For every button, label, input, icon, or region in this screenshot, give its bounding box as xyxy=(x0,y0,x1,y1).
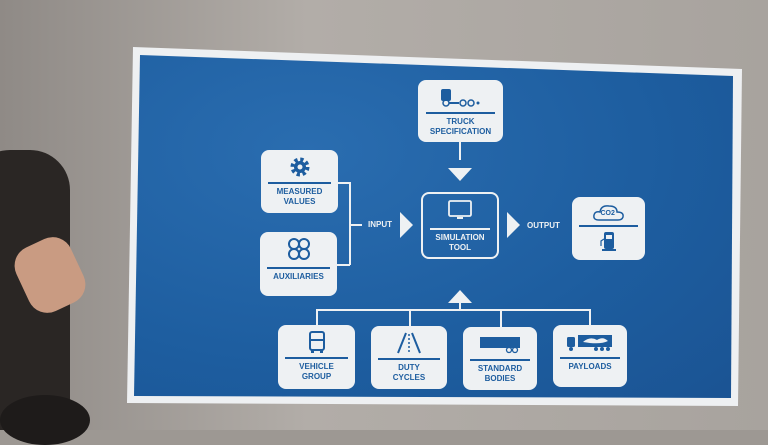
arrow-up-icon xyxy=(448,290,472,303)
co2-label: CO2 xyxy=(600,210,615,217)
fan-icon xyxy=(286,237,312,261)
fuel-pump-icon xyxy=(599,230,619,255)
connector-line xyxy=(338,182,350,184)
connector-line xyxy=(316,309,590,311)
measured-values-line1: MEASURED xyxy=(276,186,323,196)
vehicle-group-box: VEHICLE GROUP xyxy=(278,325,355,389)
truck-spec-line1: TRUCK xyxy=(446,116,475,126)
bottom-line1: STANDARD xyxy=(477,363,523,373)
truck-front-icon xyxy=(306,330,328,354)
auxiliaries-box: AUXILIARIES xyxy=(260,232,337,296)
connector-line xyxy=(349,182,351,265)
connector-line xyxy=(459,303,461,311)
co2-cloud-icon: CO2 xyxy=(591,202,627,222)
connector-line xyxy=(459,142,461,160)
output-label: OUTPUT xyxy=(527,221,560,230)
standard-bodies-box: STANDARD BODIES xyxy=(463,327,537,390)
monitor-icon xyxy=(447,200,473,225)
bottom-line2: CYCLES xyxy=(392,372,426,382)
bottom-line1: DUTY xyxy=(398,362,420,372)
truck-specification-box: TRUCK SPECIFICATION xyxy=(418,80,503,142)
trailer-icon xyxy=(479,332,521,356)
bottom-line2: GROUP xyxy=(301,371,332,381)
arrow-right-icon xyxy=(507,212,520,238)
payloads-box: PAYLOADS xyxy=(553,325,627,387)
auxiliaries-label: AUXILIARIES xyxy=(273,271,324,281)
input-label: INPUT xyxy=(368,220,392,229)
measured-values-box: MEASURED VALUES xyxy=(261,150,338,213)
gear-icon xyxy=(288,155,312,179)
simulation-tool-line2: TOOL xyxy=(448,242,472,252)
bottom-line2: BODIES xyxy=(484,373,516,383)
road-icon xyxy=(394,331,424,355)
connector-line xyxy=(350,224,362,226)
connector-line xyxy=(316,309,318,325)
simulation-tool-line1: SIMULATION xyxy=(435,232,485,242)
connector-line xyxy=(409,309,411,326)
bottom-line1: PAYLOADS xyxy=(568,361,612,371)
truck-icon xyxy=(439,85,483,109)
measured-values-line2: VALUES xyxy=(283,196,316,206)
output-box: CO2 xyxy=(572,197,645,260)
simulation-tool-box: SIMULATION TOOL xyxy=(421,192,499,259)
connector-line xyxy=(500,309,502,327)
truck-spec-line2: SPECIFICATION xyxy=(429,126,492,136)
audience-head xyxy=(0,395,90,445)
bottom-line1: VEHICLE xyxy=(299,361,334,371)
connector-line xyxy=(337,264,350,266)
arrow-right-icon xyxy=(400,212,413,238)
connector-line xyxy=(589,309,591,325)
arrow-down-icon xyxy=(448,168,472,181)
loaded-truck-icon xyxy=(566,330,614,354)
duty-cycles-box: DUTY CYCLES xyxy=(371,326,447,389)
